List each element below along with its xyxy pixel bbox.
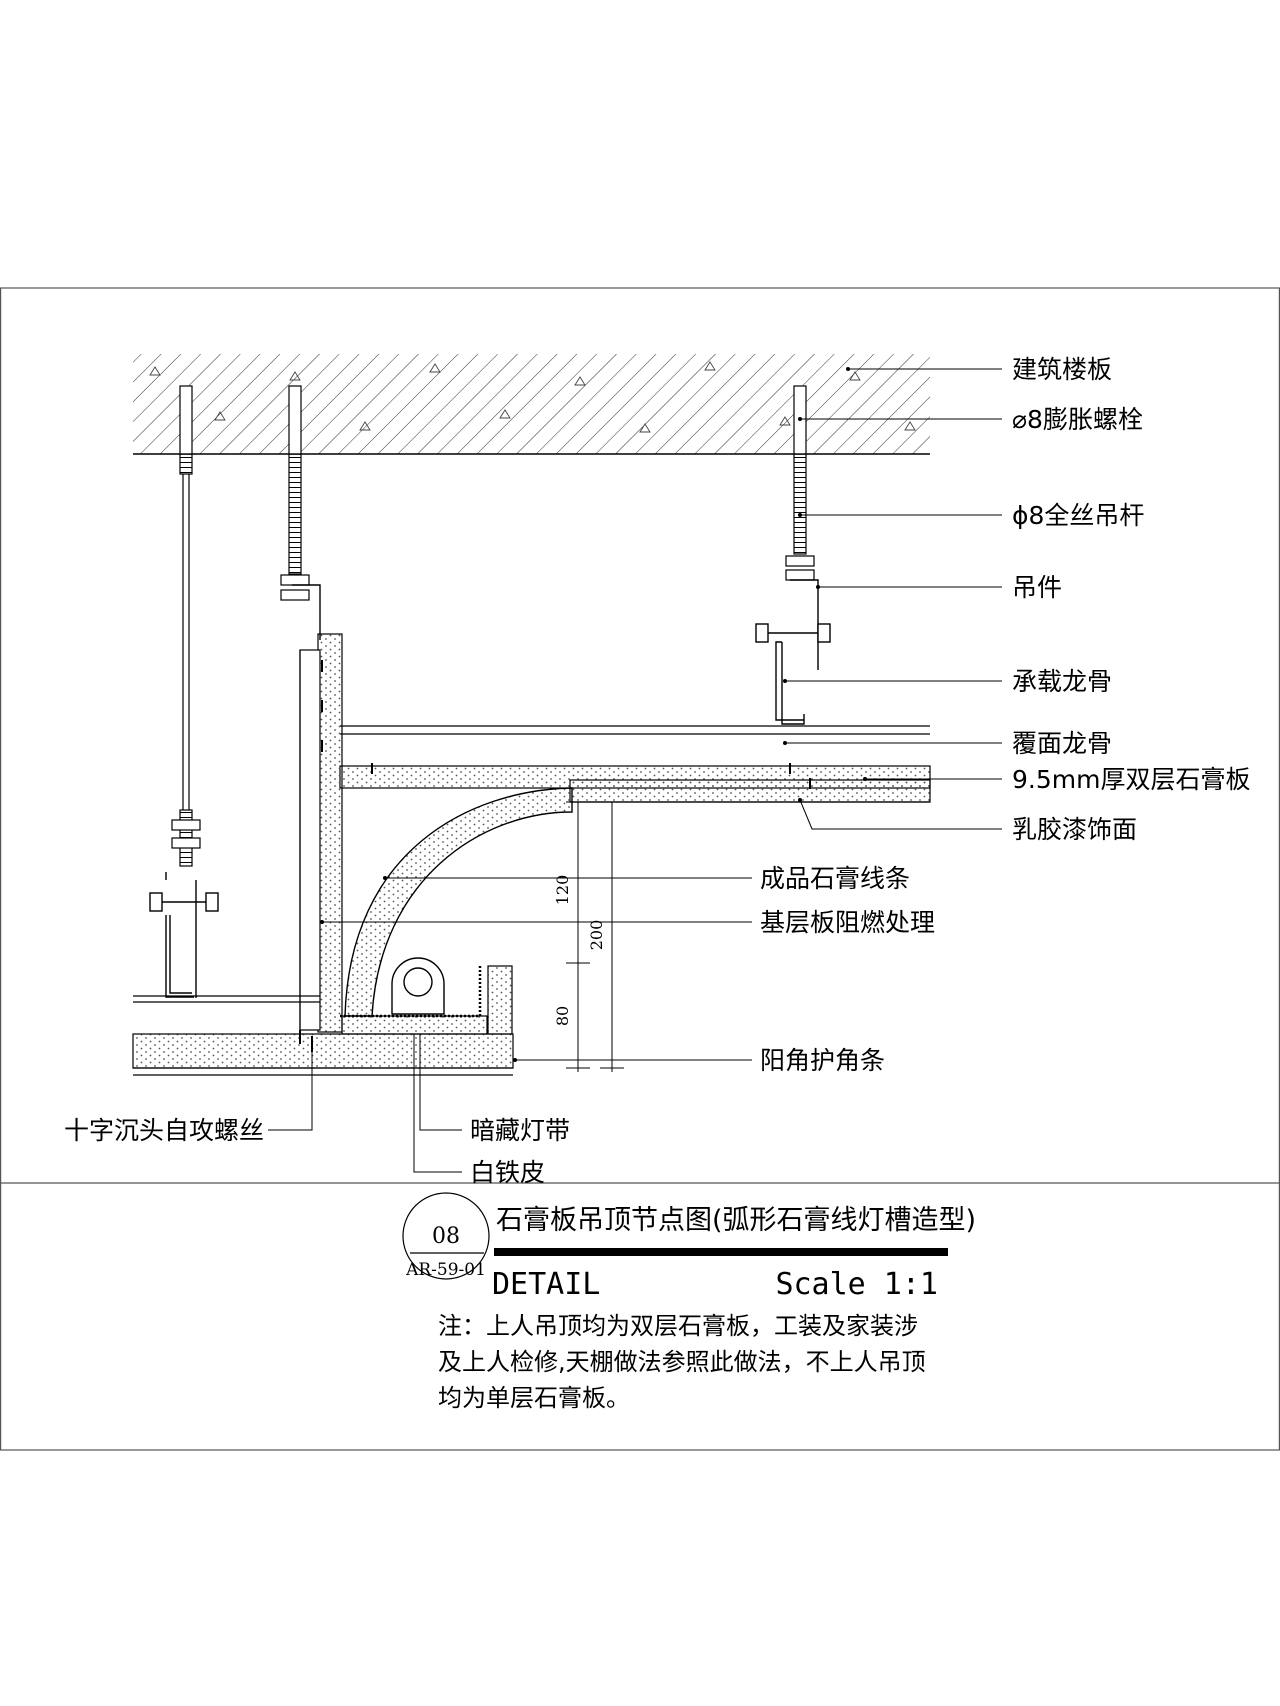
dimension-120: 120 <box>553 875 572 906</box>
note-line-3: 均为单层石膏板。 <box>438 1384 630 1412</box>
led-strip <box>391 957 445 1015</box>
scale-text: Scale 1:1 <box>775 1267 938 1302</box>
label-led-strip: 暗藏灯带 <box>470 1116 570 1145</box>
ceiling-boards <box>132 633 931 1076</box>
leader-lines <box>268 368 1002 1173</box>
label-main-keel: 承载龙骨 <box>1012 667 1112 696</box>
drawing-frame <box>0 287 1280 1451</box>
dimension-lines <box>566 801 624 1072</box>
drawing-title: 石膏板吊顶节点图(弧形石膏线灯槽造型) <box>496 1205 976 1236</box>
label-floor-slab: 建筑楼板 <box>1012 355 1112 384</box>
label-hanger-rod: ɸ8全丝吊杆 <box>1012 501 1144 530</box>
label-screw: 十字沉头自攻螺丝 <box>64 1116 264 1145</box>
detail-text: DETAIL <box>492 1267 600 1302</box>
dimension-200: 200 <box>587 920 606 951</box>
curved-gypsum-molding <box>344 787 573 1017</box>
label-corner-guard: 阳角护角条 <box>760 1046 885 1075</box>
label-fire-retardant: 基层板阻燃处理 <box>760 908 935 937</box>
label-cover-keel: 覆面龙骨 <box>1012 729 1112 758</box>
label-expansion-bolt: ⌀8膨胀螺栓 <box>1012 405 1143 434</box>
floor-slab <box>133 354 930 455</box>
hanger-rods <box>171 385 815 867</box>
keel-assemblies <box>149 579 831 998</box>
note-line-1: 注：上人吊顶均为双层石膏板，工装及家装涉 <box>438 1312 918 1340</box>
label-hanger: 吊件 <box>1012 573 1062 602</box>
screws <box>299 660 811 1052</box>
title-block: 08 AR-59-01 石膏板吊顶节点图(弧形石膏线灯槽造型) DETAIL S… <box>402 1192 976 1412</box>
label-latex-paint: 乳胶漆饰面 <box>1012 815 1137 844</box>
label-gypsum-molding: 成品石膏线条 <box>760 864 910 893</box>
label-gypsum-board: 9.5mm厚双层石膏板 <box>1012 765 1250 794</box>
detail-number: 08 <box>432 1224 460 1249</box>
leader-dots <box>320 367 867 1062</box>
sheet-number: AR-59-01 <box>405 1260 486 1280</box>
note-line-2: 及上人检修,天棚做法参照此做法，不上人吊顶 <box>438 1348 926 1376</box>
label-tin-sheet: 白铁皮 <box>470 1158 545 1187</box>
dimension-80: 80 <box>553 1006 572 1026</box>
